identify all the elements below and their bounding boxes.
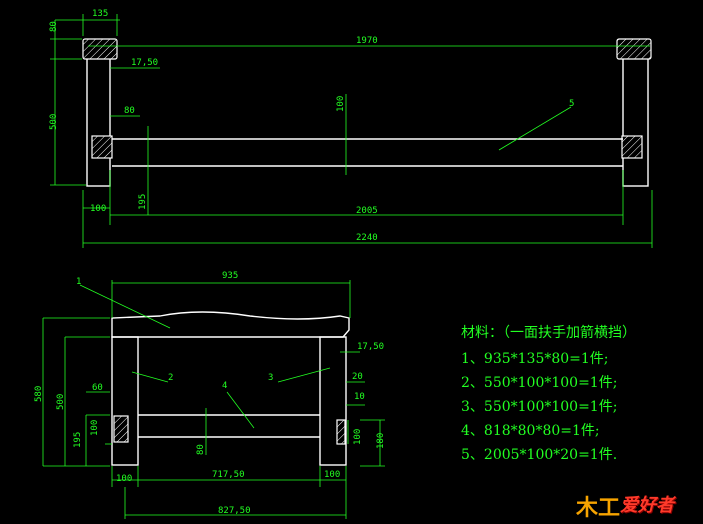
dim-195-front: 195 <box>73 432 83 448</box>
dim-17-50-front: 17,50 <box>357 342 384 352</box>
leader-4 <box>226 391 255 429</box>
dim-717-50: 717,50 <box>212 470 245 480</box>
material-item-1: 1、935*135*80=1件; <box>461 351 609 367</box>
top-view: 135 80 1970 17,50 80 100 500 195 100 200… <box>49 9 653 248</box>
watermark-logo-text: 爱好者 <box>620 495 674 516</box>
armrest-outline <box>111 311 350 338</box>
dim-500-front: 500 <box>56 394 66 410</box>
material-item-5: 5、2005*100*20=1件. <box>461 447 618 463</box>
dim-2005: 2005 <box>356 206 378 216</box>
dim-10: 10 <box>354 392 365 402</box>
material-item-3: 3、550*100*100=1件; <box>461 399 618 415</box>
left-armrest-section <box>82 38 118 60</box>
dim-827-50: 827,50 <box>218 506 251 516</box>
dim-100-rail: 100 <box>336 96 346 112</box>
dim-500-top: 500 <box>49 114 59 130</box>
materials-title: 材料：（一面扶手加箭横挡） <box>461 325 636 341</box>
leader-5 <box>498 106 572 151</box>
material-item-4: 4、818*80*80=1件; <box>461 423 600 439</box>
part-label-4: 4 <box>222 381 227 391</box>
left-leg-outline <box>111 336 139 466</box>
dim-1970: 1970 <box>356 36 378 46</box>
dim-100-top: 100 <box>90 204 106 214</box>
dim-135: 135 <box>92 9 108 19</box>
dim-80-rail: 80 <box>124 106 135 116</box>
dim-180: 180 <box>376 433 386 449</box>
dim-195-top: 195 <box>138 194 148 210</box>
part-label-5: 5 <box>569 99 574 109</box>
left-stretcher-section <box>113 415 129 443</box>
dim-580: 580 <box>34 386 44 402</box>
right-leg-outline <box>319 336 347 466</box>
right-post-outline <box>622 57 649 187</box>
dim-20: 20 <box>352 372 363 382</box>
leader-2 <box>131 371 169 383</box>
dim-17-50-top: 17,50 <box>131 58 158 68</box>
dim-80-front: 80 <box>196 444 206 455</box>
right-rail-section <box>621 135 643 159</box>
part-label-1: 1 <box>76 277 81 287</box>
left-post-outline <box>86 57 111 187</box>
right-rail-section <box>336 419 346 445</box>
leader-1 <box>79 284 171 329</box>
dim-100-right: 100 <box>353 429 363 445</box>
dim-100-bottom-right: 100 <box>324 470 340 480</box>
leader-3 <box>277 367 331 383</box>
dim-80-top: 80 <box>49 21 59 32</box>
part-label-2: 2 <box>168 373 173 383</box>
dim-935: 935 <box>222 271 238 281</box>
front-view: 935 17,50 580 500 60 195 100 80 20 10 10… <box>34 271 386 519</box>
dim-2240: 2240 <box>356 233 378 243</box>
part-label-3: 3 <box>268 373 273 383</box>
material-item-2: 2、550*100*100=1件; <box>461 375 618 391</box>
right-armrest-section <box>616 38 652 60</box>
dim-100-left: 100 <box>90 420 100 436</box>
dim-100-bottom-left: 100 <box>116 474 132 484</box>
dim-60: 60 <box>92 383 103 393</box>
left-rail-section <box>91 135 113 159</box>
watermark-logo-mark: 木工 <box>576 495 621 521</box>
